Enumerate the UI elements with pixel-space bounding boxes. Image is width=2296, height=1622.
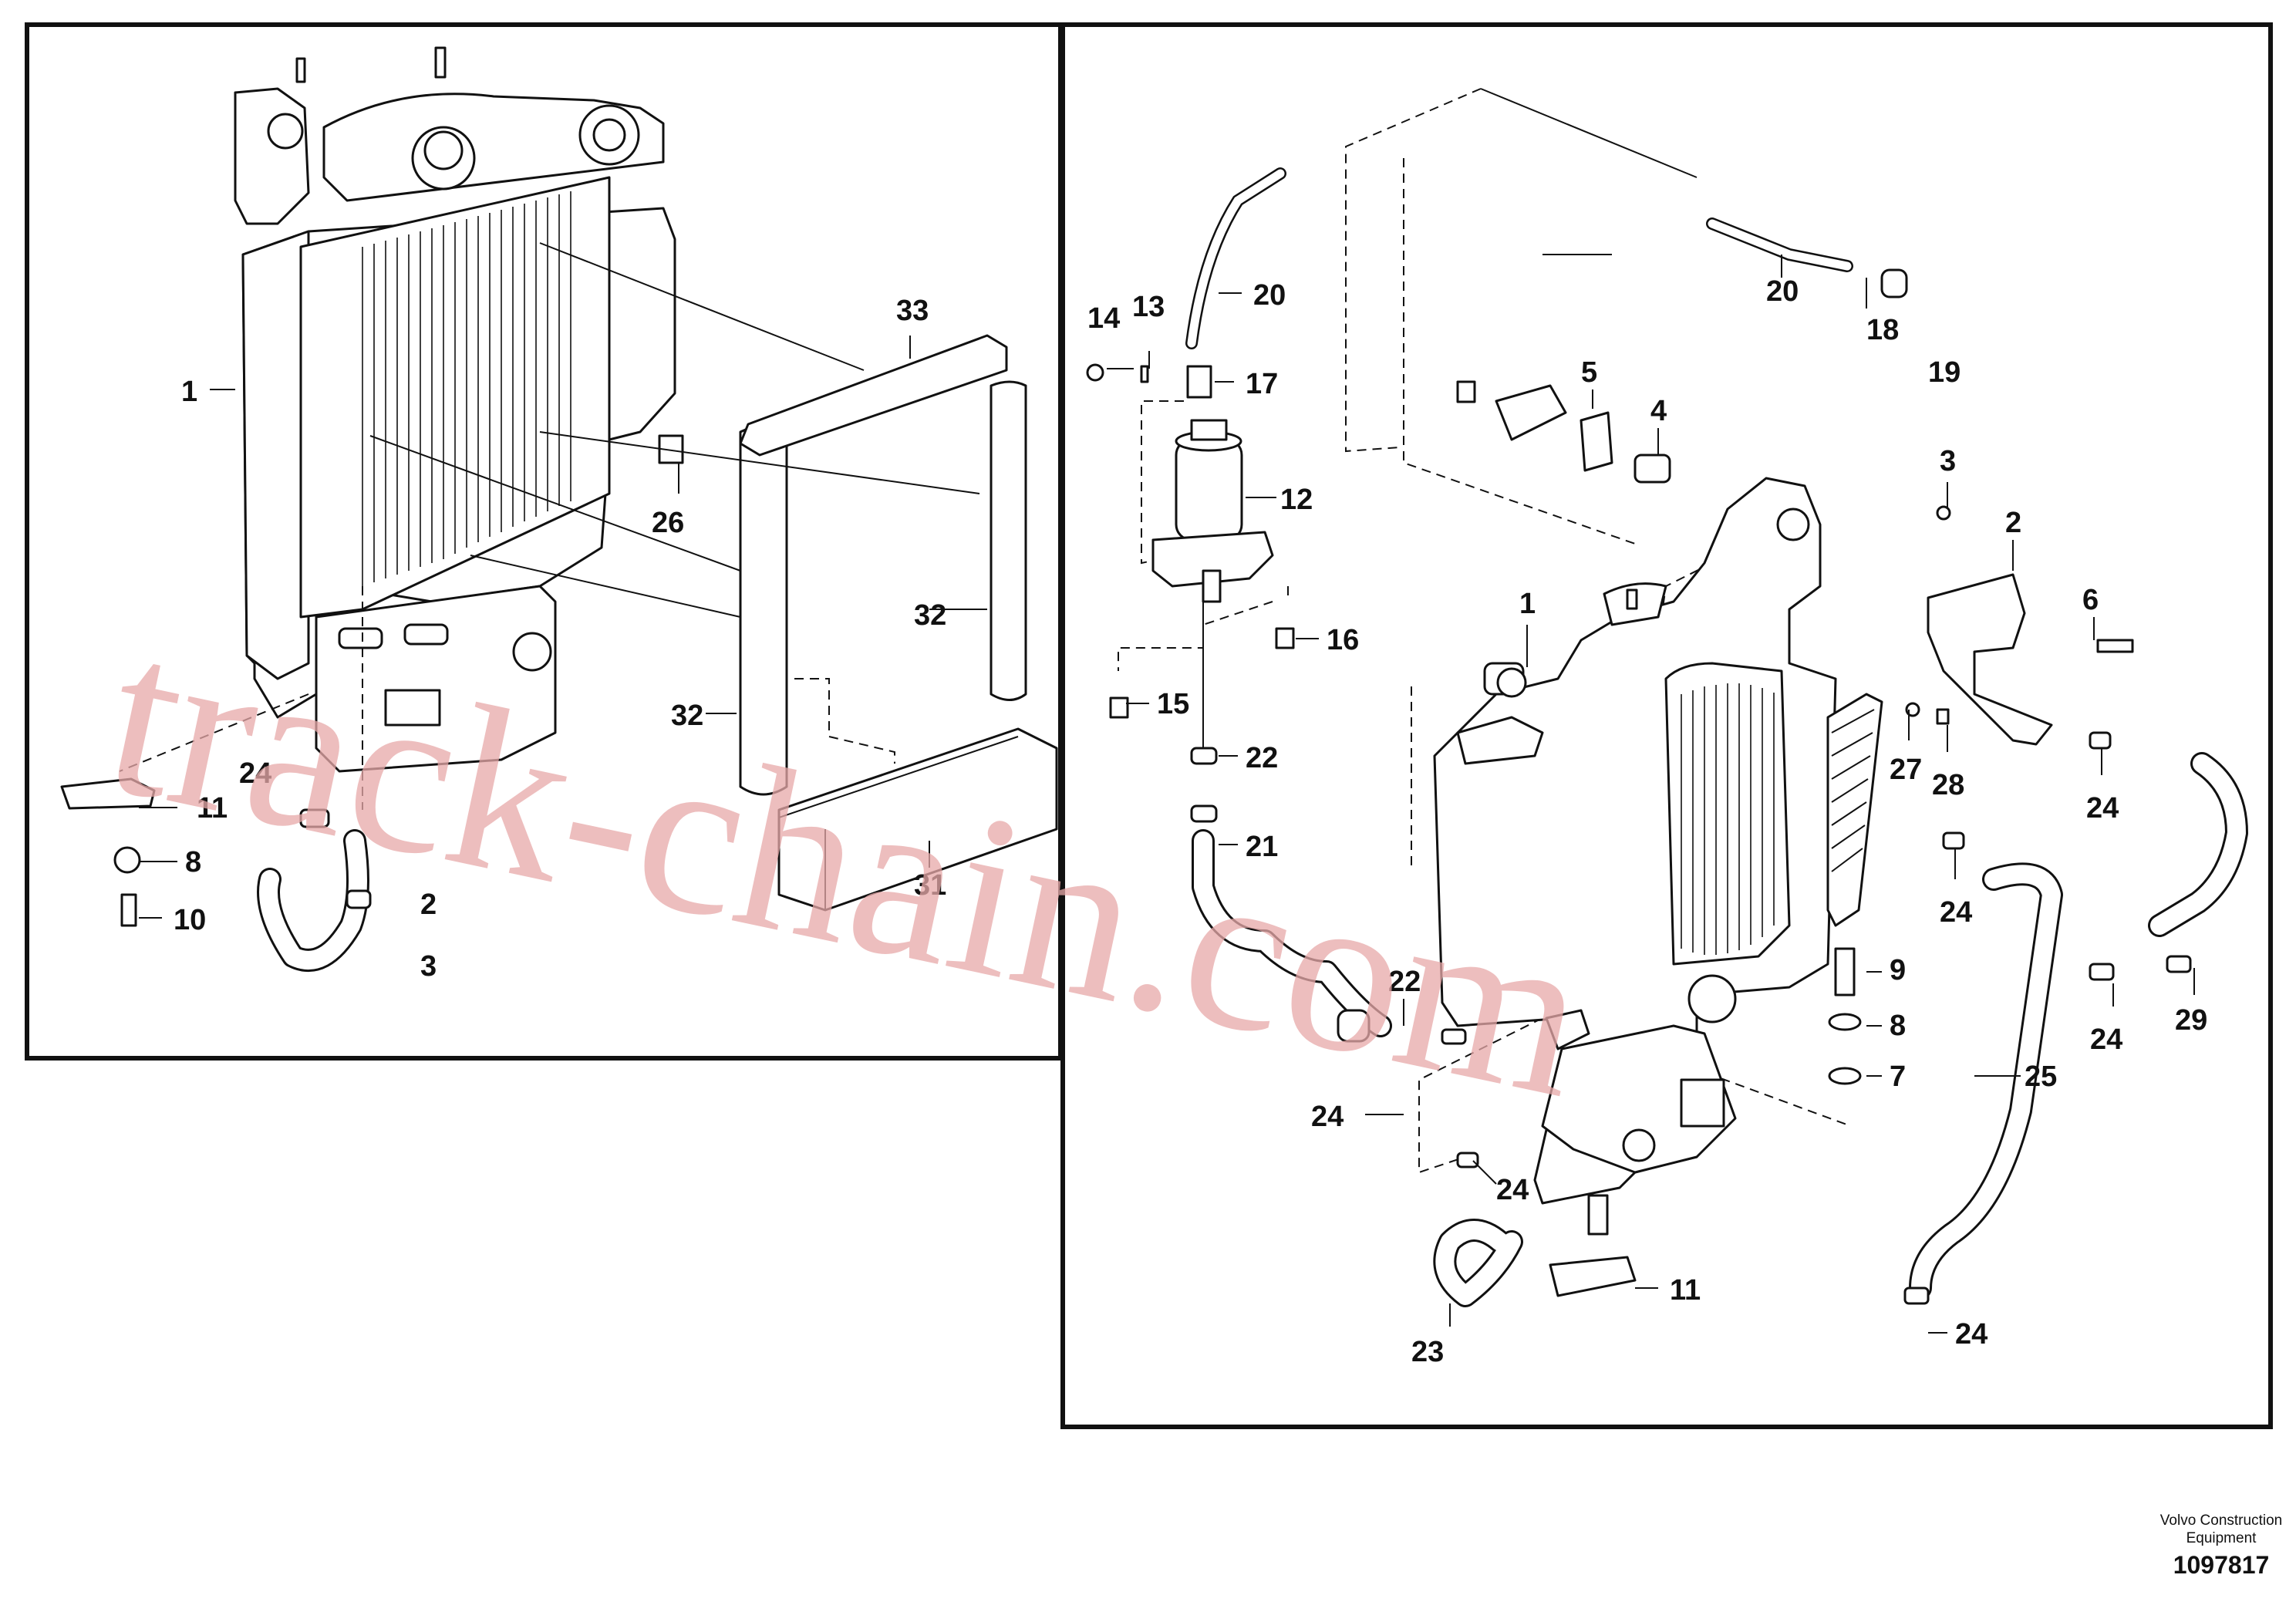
right-hardware	[1190, 268, 2192, 1305]
callout-17: 17	[1246, 368, 1278, 400]
footer: Volvo Construction Equipment 1097817	[2160, 1512, 2282, 1579]
right-hoses	[1185, 167, 2248, 1307]
callout-14: 14	[1087, 302, 1120, 335]
callout-3-partial: 3	[420, 950, 437, 983]
callout-1-left: 1	[181, 376, 197, 408]
callout-18: 18	[1866, 314, 1899, 346]
callout-13: 13	[1132, 291, 1165, 323]
radiator-assembly-left	[234, 46, 684, 773]
left-leaders	[119, 242, 987, 919]
left-callouts: 1 33 26 32 32 31 24 11 8 10 2 3	[174, 295, 946, 983]
callout-31: 31	[914, 869, 946, 902]
callout-32-left: 32	[671, 700, 703, 732]
expansion-bottle	[1086, 363, 1295, 719]
callout-24-f: 24	[1955, 1318, 1988, 1351]
callout-5: 5	[1581, 356, 1597, 389]
callout-10: 10	[174, 904, 206, 936]
callout-4: 4	[1650, 395, 1667, 427]
callout-24-left: 24	[239, 757, 271, 790]
callout-7: 7	[1890, 1061, 1906, 1093]
callout-9: 9	[1890, 954, 1906, 986]
callout-12: 12	[1280, 484, 1313, 516]
callout-8-right: 8	[1890, 1010, 1906, 1042]
callout-6: 6	[2082, 584, 2099, 616]
right-leaders	[1107, 255, 2195, 1334]
callout-11-right: 11	[1670, 1274, 1701, 1307]
callout-33: 33	[896, 295, 929, 327]
callout-1-right: 1	[1519, 588, 1536, 620]
callout-11-left: 11	[197, 792, 228, 824]
right-panel: 14 13 20 20 17 18 19 12 5 4 3 2 6 1 16 1…	[1060, 22, 2273, 1429]
right-callouts: 14 13 20 20 17 18 19 12 5 4 3 2 6 1 16 1…	[1087, 275, 2207, 1368]
callout-20-right: 20	[1766, 275, 1799, 308]
lower-hose-left	[60, 777, 372, 972]
radiator-fins-right	[1681, 683, 1775, 955]
callout-32-right: 32	[914, 599, 946, 632]
left-panel: 1 33 26 32 32 31 24 11 8 10 2 3	[25, 22, 1063, 1061]
radiator-assembly-right	[1433, 477, 1883, 1205]
callout-8-left: 8	[185, 846, 201, 878]
drawing-number: 1097817	[2173, 1551, 2270, 1579]
callout-19: 19	[1928, 356, 1961, 389]
callout-24-a: 24	[1311, 1101, 1344, 1133]
callout-20-left: 20	[1253, 279, 1286, 312]
callout-3-right: 3	[1940, 445, 1956, 477]
callout-22-upper: 22	[1246, 742, 1278, 774]
callout-21: 21	[1246, 831, 1278, 863]
footer-company-line2: Equipment	[2186, 1530, 2257, 1546]
footer-company-line1: Volvo Construction	[2160, 1512, 2282, 1529]
callout-16: 16	[1327, 624, 1359, 656]
callout-2-right: 2	[2005, 507, 2021, 539]
seal-strips	[739, 334, 1058, 912]
callout-25: 25	[2025, 1061, 2057, 1093]
callout-15: 15	[1157, 688, 1189, 720]
callout-26: 26	[652, 507, 684, 539]
callout-2-partial: 2	[420, 889, 437, 921]
callout-24-b: 24	[1496, 1174, 1529, 1206]
callout-23: 23	[1411, 1336, 1444, 1368]
callout-24-e: 24	[2090, 1023, 2122, 1056]
callout-28: 28	[1932, 769, 1964, 801]
watermark-text: track-chain.com	[89, 585, 1606, 1146]
radiator-fins-left	[362, 191, 571, 586]
callout-27: 27	[1890, 754, 1922, 786]
callout-22-lower: 22	[1388, 966, 1421, 998]
callout-24-c: 24	[1940, 896, 1972, 929]
callout-29: 29	[2175, 1004, 2207, 1037]
callout-24-d: 24	[2086, 792, 2119, 824]
